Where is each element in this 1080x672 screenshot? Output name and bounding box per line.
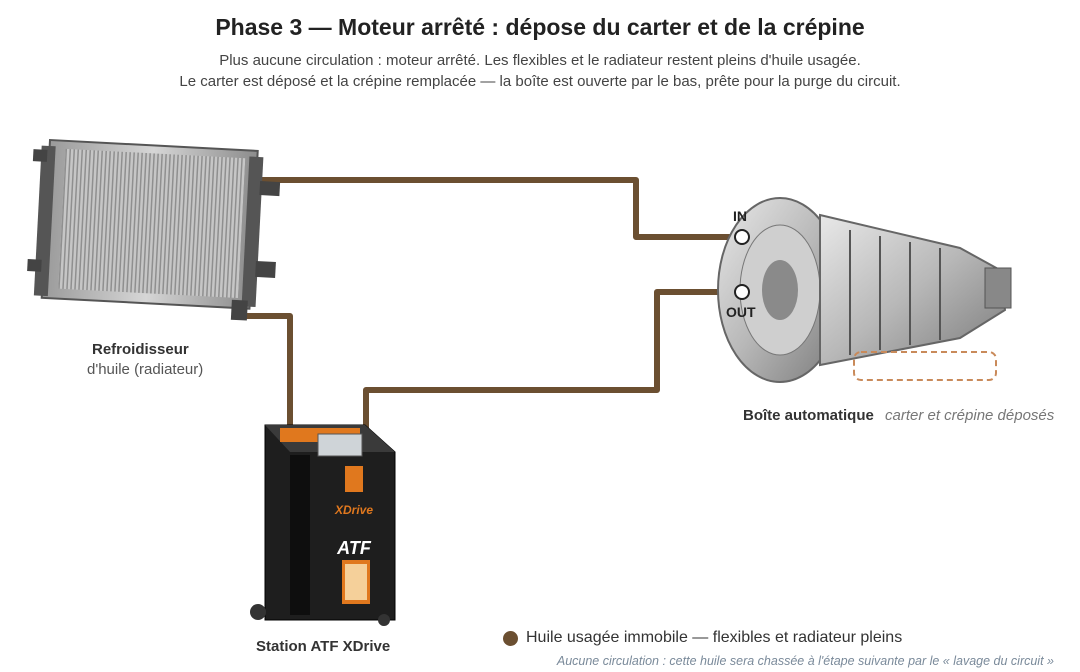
hose-gearbox-out-to-station xyxy=(363,289,742,440)
gearbox-illustration xyxy=(717,197,1012,383)
removed-pan-outline xyxy=(853,351,997,381)
page-title: Phase 3 — Moteur arrêté : dépose du cart… xyxy=(215,14,865,40)
legend: Huile usagée immobile — flexibles et rad… xyxy=(503,629,902,647)
legend-label: Huile usagée immobile — flexibles et rad… xyxy=(526,629,903,646)
subtitle-line-2: Le carter est déposé et la crépine rempl… xyxy=(179,73,901,90)
port-in-label: IN xyxy=(733,208,747,224)
gearbox-name-label: Boîte automatique xyxy=(743,407,874,424)
oil-hoses xyxy=(238,177,742,440)
hose-radiator-to-gearbox-in xyxy=(262,177,742,240)
hose-radiator-to-station xyxy=(238,313,293,440)
port-in-marker xyxy=(734,229,750,245)
legend-note: Aucune circulation : cette huile sera ch… xyxy=(556,654,1054,668)
radiator-illustration xyxy=(27,138,281,321)
radiator-detail-label: d'huile (radiateur) xyxy=(87,361,204,378)
legend-oil-dot xyxy=(503,630,518,646)
radiator-name-label: Refroidisseur xyxy=(92,341,189,358)
station-brand-logo: XDrive xyxy=(334,503,373,517)
gearbox-detail-label: carter et crépine déposés xyxy=(885,407,1055,424)
port-out-marker xyxy=(734,284,750,300)
station-model-logo: ATF xyxy=(336,538,372,558)
station-name-label: Station ATF XDrive xyxy=(256,638,391,655)
subtitle-line-1: Plus aucune circulation : moteur arrêté.… xyxy=(219,52,861,69)
station-illustration: XDrive ATF xyxy=(250,424,396,626)
port-out-label: OUT xyxy=(726,304,756,320)
